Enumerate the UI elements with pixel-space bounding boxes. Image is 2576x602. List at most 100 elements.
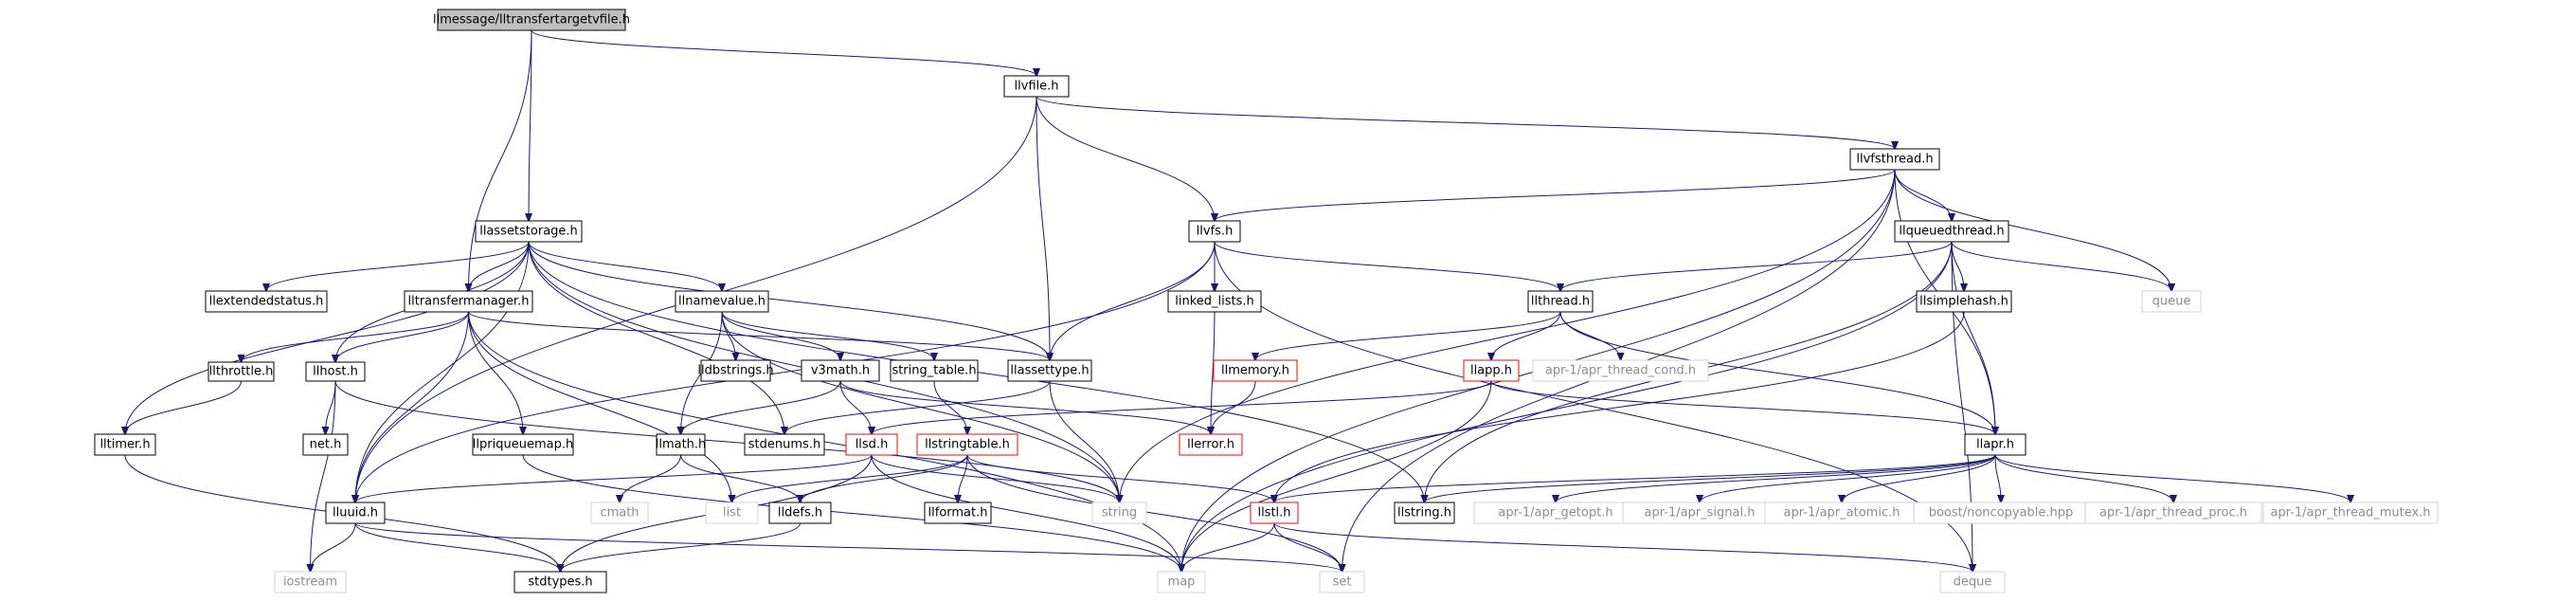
node-box <box>1188 220 1241 243</box>
file-node-string-table-h[interactable]: string_table.h <box>890 359 979 382</box>
node-label: llthread.h <box>1531 295 1590 309</box>
node-label: llvfs.h <box>1197 225 1234 239</box>
file-node-lldefs-h[interactable]: lldefs.h <box>768 502 832 524</box>
node-box <box>1394 502 1455 524</box>
file-node-llmessage-lltransfertargetvfile-h[interactable]: llmessage/lltransfertargetvfile.h <box>433 9 630 31</box>
file-node-llsimplehash-h[interactable]: llsimplehash.h <box>1916 290 2012 313</box>
include-edge-n29-to-n43 <box>1994 454 2173 502</box>
file-node-llnamevalue-h[interactable]: llnamevalue.h <box>675 290 769 313</box>
node-box <box>2084 502 2262 524</box>
node-box <box>768 502 832 524</box>
node-box <box>590 502 649 524</box>
file-node-llmemory-h[interactable]: llmemory.h <box>1213 359 1298 382</box>
include-edge-n29-to-n37 <box>1274 454 1996 502</box>
include-edge-n1-to-n18 <box>1036 96 1050 360</box>
include-edge-n31-to-n46 <box>354 522 561 572</box>
node-label: string_table.h <box>892 364 976 378</box>
file-node-llextendedstatus-h[interactable]: llextendedstatus.h <box>205 290 328 313</box>
include-edge-n29-to-n40 <box>1700 454 1996 502</box>
node-label: llerror.h <box>1187 438 1234 452</box>
node-box <box>1213 359 1298 382</box>
include-edge-n3-to-n18 <box>528 241 1050 360</box>
file-node-v3math-h[interactable]: v3math.h <box>801 359 880 382</box>
include-edge-n37-to-n48 <box>1273 522 1342 572</box>
file-node-llthrottle-h[interactable]: llthrottle.h <box>207 361 275 382</box>
file-node-linked-lists-h[interactable]: linked_lists.h <box>1167 290 1262 313</box>
file-node-llqueuedthread-h[interactable]: llqueuedthread.h <box>1894 220 2009 243</box>
node-box <box>1167 290 1262 313</box>
node-label: llvfile.h <box>1014 80 1058 94</box>
file-node-llformat-h[interactable]: llformat.h <box>924 502 992 524</box>
file-node-lltransfermanager-h[interactable]: lltransfermanager.h <box>404 290 533 313</box>
include-edge-n30-to-n47 <box>522 454 1181 572</box>
include-edge-n18-to-n25 <box>784 380 1051 434</box>
node-box <box>1250 502 1299 524</box>
node-label: apr-1/apr_thread_cond.h <box>1545 364 1696 378</box>
file-node-llthread-h[interactable]: llthread.h <box>1527 290 1594 313</box>
file-node-net-h[interactable]: net.h <box>302 433 349 456</box>
node-box <box>845 433 898 456</box>
file-node-llstl-h[interactable]: llstl.h <box>1250 502 1299 524</box>
node-label: llapp.h <box>1470 364 1512 378</box>
node-box <box>924 502 992 524</box>
include-edge-n10-to-n20 <box>1491 311 1561 360</box>
file-node-llstring-h[interactable]: llstring.h <box>1394 502 1455 524</box>
file-node-llstringtable-h[interactable]: llstringtable.h <box>916 433 1018 456</box>
include-edge-n29-to-n44 <box>1994 454 2351 502</box>
file-node-llerror-h[interactable]: llerror.h <box>1179 433 1243 456</box>
node-label: deque <box>1954 575 1992 590</box>
file-node-llassettype-h[interactable]: llassettype.h <box>1007 359 1092 382</box>
file-node-stdtypes-h[interactable]: stdtypes.h <box>513 571 607 593</box>
node-label: llstringtable.h <box>925 438 1010 452</box>
node-label: apr-1/apr_thread_mutex.h <box>2270 506 2430 520</box>
node-label: llqueuedthread.h <box>1899 225 2004 239</box>
file-node-string: string <box>1091 502 1147 524</box>
include-edge-n3-to-n6 <box>266 241 530 291</box>
node-label: boost/noncopyable.hpp <box>1929 506 2074 520</box>
node-label: queue <box>2153 295 2191 309</box>
include-edge-n20-to-n29 <box>1490 380 1995 434</box>
include-edge-n4-to-n10 <box>1214 241 1560 291</box>
file-node-llsd-h[interactable]: llsd.h <box>845 433 898 456</box>
node-label: llassettype.h <box>1010 364 1089 378</box>
file-node-llvfs-h[interactable]: llvfs.h <box>1188 220 1241 243</box>
node-label: lluuid.h <box>333 506 378 520</box>
include-edge-n2-to-n5 <box>1894 169 1952 221</box>
file-node-boost-noncopyable-hpp: boost/noncopyable.hpp <box>1913 502 2089 524</box>
include-edge-n37-to-n49 <box>1273 522 1973 572</box>
include-edge-n29-to-n41 <box>1842 454 1996 502</box>
file-node-llmath-h[interactable]: llmath.h <box>656 433 707 456</box>
include-edge-n7-to-n33 <box>468 311 732 502</box>
file-node-llhost-h[interactable]: llhost.h <box>305 361 366 382</box>
node-box <box>1007 359 1092 382</box>
node-box <box>700 359 771 382</box>
include-edge-n7-to-n47 <box>468 311 1182 572</box>
node-label: lldbstrings.h <box>697 364 773 378</box>
file-node-llpriqueuemap-h[interactable]: llpriqueuemap.h <box>472 433 574 456</box>
file-node-llvfsthread-h[interactable]: llvfsthread.h <box>1849 148 1940 171</box>
file-node-lluuid-h[interactable]: lluuid.h <box>325 502 386 524</box>
node-box <box>302 433 349 456</box>
file-node-llassetstorage-h[interactable]: llassetstorage.h <box>475 220 583 243</box>
node-box <box>1179 433 1243 456</box>
include-edge-n29-to-n38 <box>1425 454 1996 502</box>
file-node-lldbstrings-h[interactable]: lldbstrings.h <box>697 359 774 382</box>
file-node-llapr-h[interactable]: llapr.h <box>1964 433 2027 456</box>
node-label: apr-1/apr_getopt.h <box>1498 506 1612 520</box>
node-label: llmath.h <box>656 438 707 452</box>
node-label: net.h <box>310 438 342 452</box>
node-box <box>916 433 1018 456</box>
node-box <box>305 361 366 382</box>
include-edge-n16-to-n26 <box>839 380 872 434</box>
file-node-llvfile-h[interactable]: llvfile.h <box>1003 75 1070 98</box>
node-box <box>1463 359 1520 382</box>
include-edge-n5-to-n12 <box>1951 241 2171 291</box>
file-node-lltimer-h[interactable]: lltimer.h <box>94 433 156 456</box>
include-edge-n7-to-n15 <box>335 311 469 362</box>
file-node-stdenums-h[interactable]: stdenums.h <box>744 433 825 456</box>
include-edge-n0-to-n3 <box>529 29 531 221</box>
node-label: llthrottle.h <box>209 365 274 379</box>
include-edge-n2-to-n12 <box>1894 169 2171 291</box>
file-node-apr-1-apr-getopt-h: apr-1/apr_getopt.h <box>1473 502 1638 524</box>
file-node-llapp-h[interactable]: llapp.h <box>1463 359 1520 382</box>
